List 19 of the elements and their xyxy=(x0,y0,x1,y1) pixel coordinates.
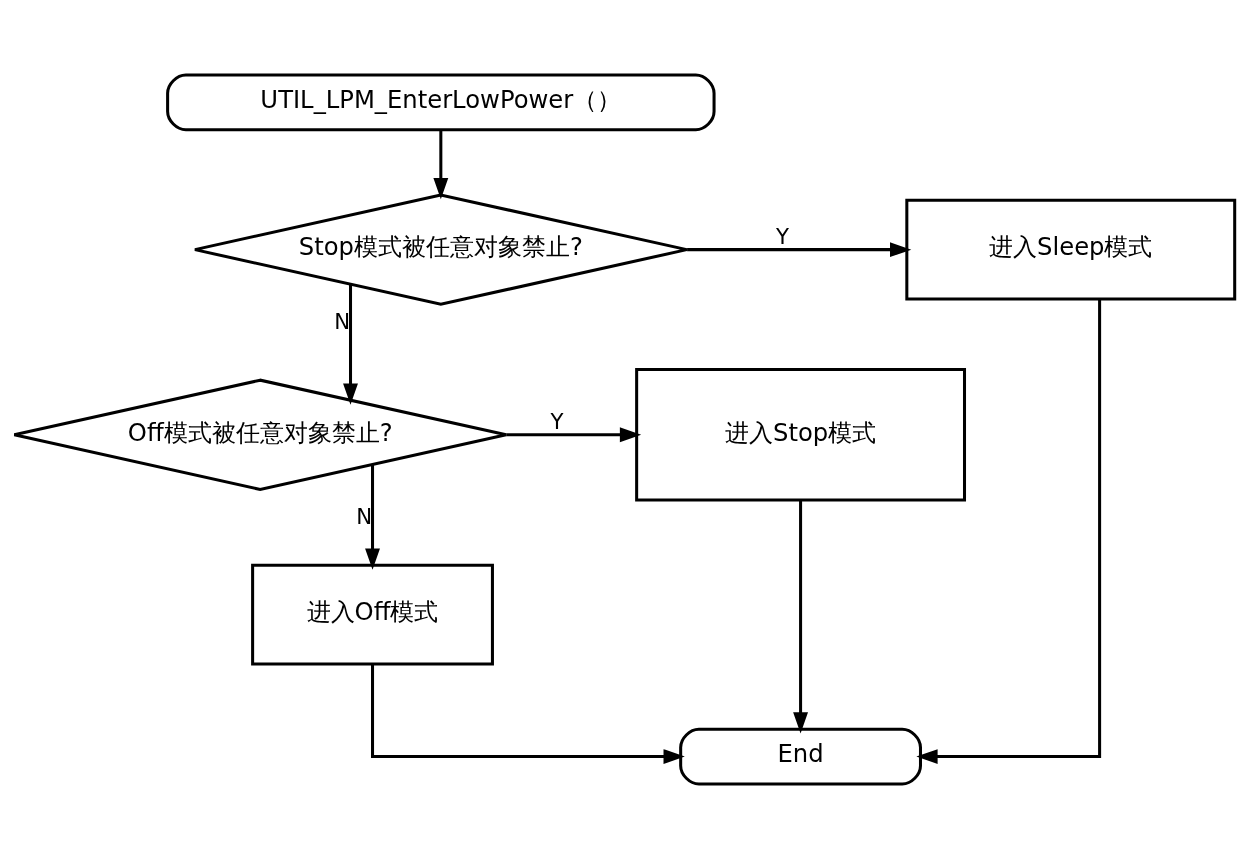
edge-label: Y xyxy=(550,408,564,434)
edge-label: N xyxy=(334,308,351,334)
arrow xyxy=(793,499,809,734)
node-box: 进入Sleep模式 xyxy=(905,198,1237,300)
arrow xyxy=(916,298,1102,764)
node-box: UTIL_LPM_EnterLowPower（） xyxy=(166,73,716,131)
arrow xyxy=(506,426,642,442)
arrow xyxy=(365,464,380,570)
node-box: End xyxy=(679,727,922,785)
edge-label: N xyxy=(356,503,373,529)
node-box: 进入Off模式 xyxy=(251,563,494,666)
arrow xyxy=(371,663,685,764)
arrow xyxy=(433,129,449,199)
arrow xyxy=(343,283,358,405)
node-diamond: Stop模式被任意对象禁止? xyxy=(193,192,689,306)
node-diamond: Off模式被任意对象禁止? xyxy=(12,378,508,491)
arrow xyxy=(687,241,912,257)
edge-label: Y xyxy=(775,223,789,249)
node-box: 进入Stop模式 xyxy=(635,367,967,502)
